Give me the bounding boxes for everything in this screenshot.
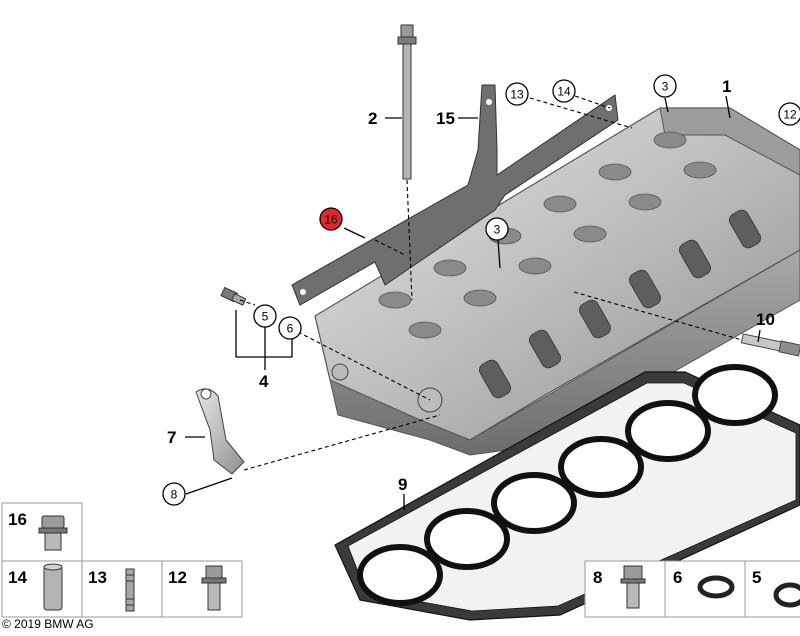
label-part-15: 15 xyxy=(436,109,455,128)
callout-part-12[interactable]: 12 xyxy=(778,102,800,126)
callout-part-13[interactable]: 13 xyxy=(505,82,529,106)
label-part-5: 5 xyxy=(262,310,269,324)
table-label-14: 14 xyxy=(8,568,27,587)
label-part-6: 6 xyxy=(287,322,294,336)
table-label-13: 13 xyxy=(88,568,107,587)
label-part-10: 10 xyxy=(756,310,775,329)
plug-screw-icon xyxy=(38,515,68,551)
label-part-14: 14 xyxy=(557,85,571,99)
copyright-notice: © 2019 BMW AG xyxy=(2,617,94,631)
callout-part-8[interactable]: 8 xyxy=(162,482,186,506)
label-part-1: 1 xyxy=(722,77,731,96)
table-cell-13[interactable]: 13 xyxy=(88,568,135,612)
label-part-9: 9 xyxy=(398,475,407,494)
callout-part-3-lower[interactable]: 3 xyxy=(485,217,509,241)
sensor-plug[interactable] xyxy=(220,286,247,306)
table-cell-8[interactable]: 8 xyxy=(593,565,646,609)
label-part-12: 12 xyxy=(783,108,797,122)
label-part-13: 13 xyxy=(510,88,524,102)
table-label-16: 16 xyxy=(8,510,27,529)
label-part-3-lower: 3 xyxy=(494,223,501,237)
head-gasket[interactable] xyxy=(334,364,800,621)
dowel-sleeve-icon xyxy=(43,563,63,611)
seal-ring-icon xyxy=(773,582,800,608)
parts-table-right xyxy=(584,560,800,618)
table-cell-12[interactable]: 12 xyxy=(168,565,227,611)
stud-pin-icon xyxy=(125,568,135,612)
glow-plug[interactable] xyxy=(740,333,800,357)
label-part-4: 4 xyxy=(259,372,269,391)
hex-bolt-icon xyxy=(620,565,646,609)
table-cell-6[interactable]: 6 xyxy=(673,568,735,599)
lifting-bracket[interactable] xyxy=(195,388,245,475)
label-part-3-upper: 3 xyxy=(662,80,669,94)
table-cell-5[interactable]: 5 xyxy=(752,568,800,608)
table-label-8: 8 xyxy=(593,568,602,587)
label-part-7: 7 xyxy=(167,428,176,447)
callout-part-3-upper[interactable]: 3 xyxy=(653,74,677,98)
flange-bolt-icon xyxy=(201,565,227,611)
label-part-16: 16 xyxy=(324,213,338,227)
callout-part-16-highlighted[interactable]: 16 xyxy=(319,207,343,231)
table-cell-16[interactable]: 16 xyxy=(8,510,68,551)
label-part-8: 8 xyxy=(171,488,178,502)
label-part-2: 2 xyxy=(368,109,377,128)
callout-part-14[interactable]: 14 xyxy=(552,79,576,103)
callout-part-5[interactable]: 5 xyxy=(253,304,277,328)
table-label-5: 5 xyxy=(752,568,761,587)
head-bolt[interactable] xyxy=(397,24,417,180)
parts-table-left xyxy=(1,502,243,618)
table-cell-14[interactable]: 14 xyxy=(8,563,63,611)
table-label-6: 6 xyxy=(673,568,682,587)
callout-part-6[interactable]: 6 xyxy=(278,316,302,340)
o-ring-icon xyxy=(697,575,735,599)
table-label-12: 12 xyxy=(168,568,187,587)
